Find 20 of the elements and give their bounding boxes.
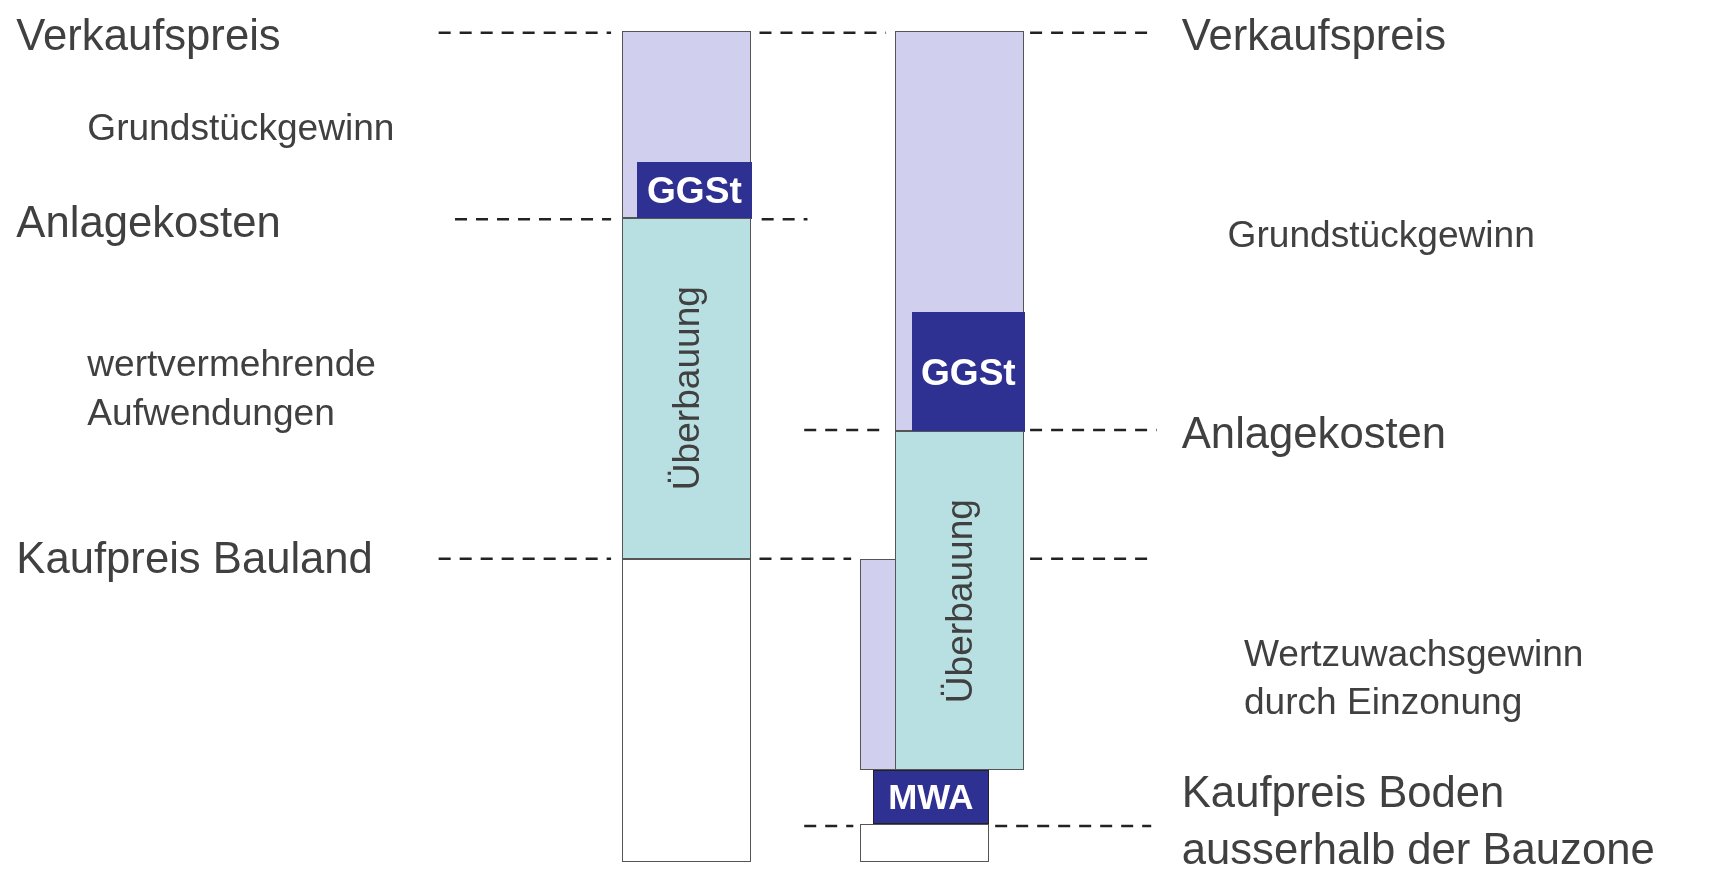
area-label: Grundstückgewinn <box>87 104 395 150</box>
level-label: Kaufpreis Boden ausserhalb der Bauzone <box>1181 765 1656 872</box>
bar-segment: Überbauung <box>894 431 1024 771</box>
level-label: Verkaufspreis <box>16 8 281 61</box>
area-label: wertvermehrende Aufwendungen <box>87 341 377 435</box>
level-label: Anlagekosten <box>16 196 281 249</box>
level-label: Verkaufspreis <box>1181 8 1447 61</box>
bar-segment: Überbauung <box>621 218 751 559</box>
tax-block: GGSt <box>637 162 752 220</box>
area-label: Wertzuwachsgewinn durch Einzonung <box>1243 630 1585 724</box>
area-label: Grundstückgewinn <box>1227 211 1535 257</box>
bar-segment <box>894 30 1024 431</box>
tax-block: GGSt <box>912 312 1025 432</box>
level-label: Anlagekosten <box>1181 406 1447 459</box>
tax-block: MWA <box>872 770 989 824</box>
bar-segment <box>621 30 751 219</box>
bar-segment <box>859 558 896 771</box>
level-label: Kaufpreis Bauland <box>16 532 373 585</box>
bar-segment <box>621 558 751 863</box>
bar-segment <box>859 823 989 863</box>
